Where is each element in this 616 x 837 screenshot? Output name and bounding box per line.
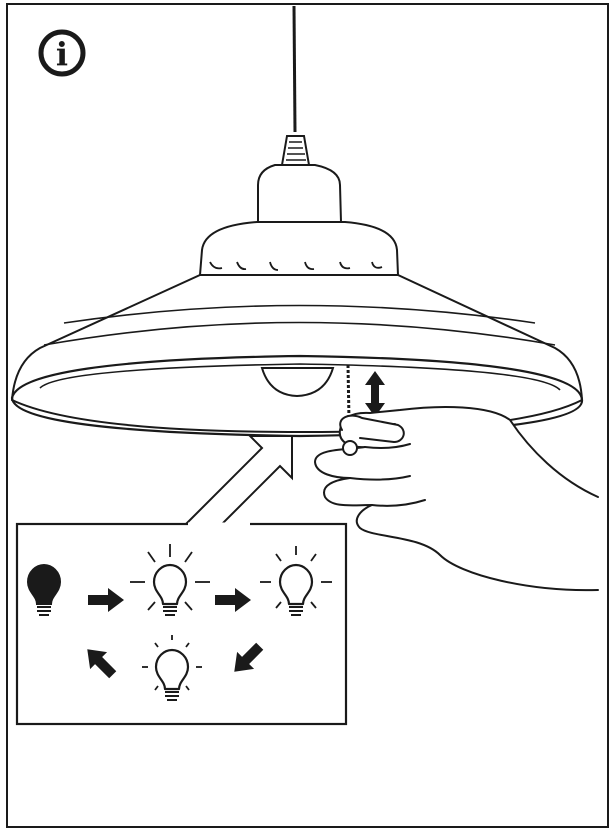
bulb-dim-icon <box>142 635 202 702</box>
hand-pulling-chain <box>314 406 599 592</box>
lamp-rim <box>10 354 584 438</box>
bulb-bright-icon <box>130 544 210 617</box>
info-glyph: i <box>56 35 68 73</box>
pull-chain <box>346 364 351 421</box>
pendant-lamp <box>10 5 584 438</box>
arrow-up-left-icon <box>87 649 117 679</box>
lamp-shade <box>10 274 584 434</box>
brightness-sequence-panel <box>15 522 348 726</box>
arrow-down-left-icon <box>234 642 264 672</box>
lamp-bulb <box>260 367 335 398</box>
bulb-off-icon <box>26 563 62 616</box>
lamp-cord <box>292 5 297 133</box>
lamp-dome <box>198 221 400 276</box>
lamp-cap <box>257 164 343 223</box>
info-icon: i <box>38 29 86 77</box>
pull-up-down-arrow <box>365 371 385 417</box>
page-frame <box>6 3 609 828</box>
bulb-medium-icon <box>260 546 332 617</box>
